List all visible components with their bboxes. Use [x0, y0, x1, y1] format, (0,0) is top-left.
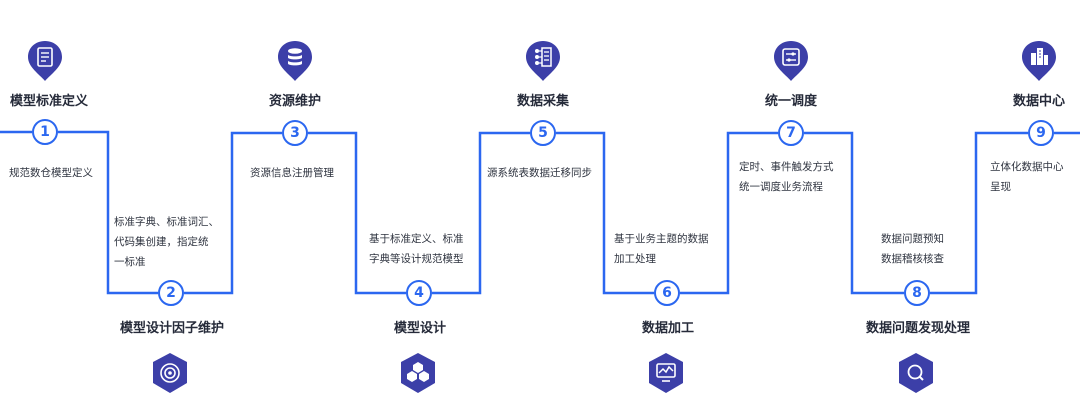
flow-line	[0, 130, 1080, 295]
step-8-badge	[897, 352, 935, 394]
step-8-desc-line: 数据问题预知	[881, 233, 944, 245]
database-icon	[278, 41, 312, 81]
step-4-description: 基于标准定义、标准 字典等设计规范模型	[369, 229, 464, 269]
step-1-description: 规范数仓模型定义	[9, 163, 93, 183]
step-2-title: 模型设计因子维护	[119, 321, 225, 336]
step-2-desc-line: 一标准	[114, 256, 146, 268]
step-4-badge	[399, 352, 437, 394]
document-icon	[28, 41, 62, 81]
building-icon	[1022, 41, 1056, 81]
step-3-desc-line: 资源信息注册管理	[250, 167, 334, 179]
step-2-desc-line: 代码集创建，指定统	[114, 236, 209, 248]
step-5-desc-line: 源系统表数据迁移同步	[487, 167, 592, 179]
step-1-number: 1	[32, 119, 58, 145]
step-7-desc-line: 统一调度业务流程	[739, 181, 823, 193]
step-7-description: 定时、事件触发方式 统一调度业务流程	[739, 157, 834, 197]
step-9-number: 9	[1028, 120, 1054, 146]
search-shield-icon	[899, 353, 933, 393]
step-4-desc-line: 字典等设计规范模型	[369, 253, 464, 265]
step-7-desc-line: 定时、事件触发方式	[739, 161, 834, 173]
monitor-chart-icon	[649, 353, 683, 393]
step-9-description: 立体化数据中心 呈现	[990, 157, 1064, 197]
step-1-title: 模型标准定义	[9, 94, 89, 109]
data-collect-icon	[526, 41, 560, 81]
step-8-desc-line: 数据稽核核查	[881, 253, 944, 265]
step-9-pin	[1021, 40, 1057, 82]
step-6-badge	[647, 352, 685, 394]
step-6-description: 基于业务主题的数据 加工处理	[614, 229, 709, 269]
step-6-desc-line: 加工处理	[614, 253, 656, 265]
step-5-description: 源系统表数据迁移同步	[487, 163, 592, 183]
step-3-number: 3	[282, 120, 308, 146]
step-9-title: 数据中心	[1012, 94, 1066, 109]
step-2-badge	[151, 352, 189, 394]
step-5-pin	[525, 40, 561, 82]
step-8-title: 数据问题发现处理	[865, 321, 971, 336]
step-3-description: 资源信息注册管理	[250, 163, 334, 183]
step-6-desc-line: 基于业务主题的数据	[614, 233, 709, 245]
step-3-title: 资源维护	[268, 94, 322, 109]
step-1-pin	[27, 40, 63, 82]
step-5-title: 数据采集	[516, 94, 570, 109]
step-7-pin	[773, 40, 809, 82]
step-8-number: 8	[904, 280, 930, 306]
schedule-icon	[774, 41, 808, 81]
step-9-desc-line: 呈现	[990, 181, 1011, 193]
step-6-title: 数据加工	[641, 321, 695, 336]
step-2-description: 标准字典、标准词汇、 代码集创建，指定统 一标准	[114, 212, 219, 272]
step-4-desc-line: 基于标准定义、标准	[369, 233, 464, 245]
step-2-number: 2	[158, 280, 184, 306]
step-3-pin	[277, 40, 313, 82]
step-6-number: 6	[654, 280, 680, 306]
step-2-desc-line: 标准字典、标准词汇、	[114, 216, 219, 228]
step-9-desc-line: 立体化数据中心	[990, 161, 1064, 173]
step-1-desc-line: 规范数仓模型定义	[9, 167, 93, 179]
step-7-title: 统一调度	[764, 94, 818, 109]
step-8-description: 数据问题预知 数据稽核核查	[881, 229, 944, 269]
step-7-number: 7	[778, 120, 804, 146]
cubes-icon	[401, 353, 435, 393]
step-4-number: 4	[406, 280, 432, 306]
step-4-title: 模型设计	[393, 321, 447, 336]
target-icon	[153, 353, 187, 393]
step-5-number: 5	[530, 120, 556, 146]
